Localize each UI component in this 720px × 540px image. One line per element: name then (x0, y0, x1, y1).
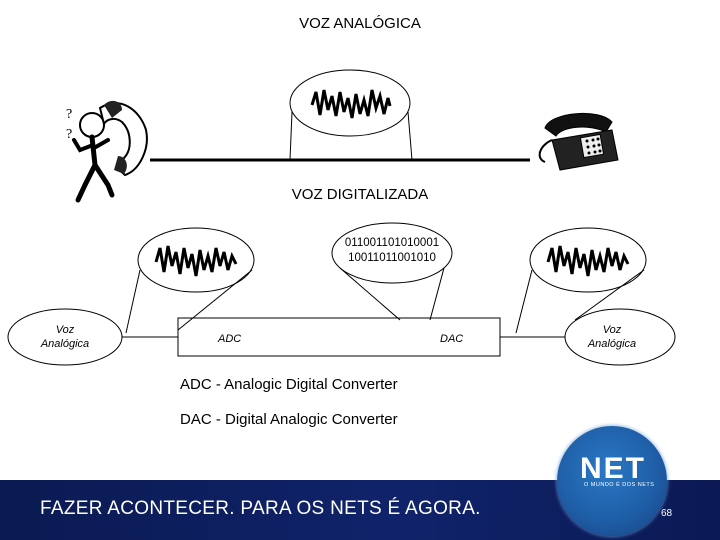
legend-dac: DAC - Digital Analogic Converter (180, 411, 398, 428)
legend-adc: ADC - Analogic Digital Converter (180, 376, 398, 393)
waveform-bubble-left (125, 227, 255, 334)
confused-person-phone-icon: ? ? (66, 100, 148, 203)
net-logo-icon (557, 426, 667, 536)
desk-telephone-icon (538, 112, 619, 171)
analog-node-right (564, 308, 676, 366)
net-logo-text: NET (580, 452, 646, 485)
footer-slogan: FAZER ACONTECER. PARA OS NETS É AGORA. (40, 498, 481, 519)
digital-channel-block (177, 317, 501, 357)
svg-text:?: ? (66, 127, 72, 142)
net-logo-tagline: O MUNDO É DOS NETS (584, 482, 655, 488)
analog-node-left-label: Voz Analógica (40, 324, 90, 350)
dac-label: DAC (440, 333, 464, 345)
diagram-title-analog: VOZ ANALÓGICA (299, 15, 421, 32)
page-number: 68 (661, 508, 673, 519)
waveform-icon (310, 89, 392, 119)
adc-label: ADC (218, 333, 242, 345)
waveform-bubble-right (515, 227, 647, 334)
analog-node-right-label: Voz Analógica (587, 324, 637, 350)
svg-text:?: ? (66, 107, 72, 122)
bits-line-2: 10011011001010 (348, 252, 436, 264)
bits-line-1: 011001101010001 (344, 237, 440, 249)
bits-bubble (331, 222, 453, 321)
waveform-bubble-top (289, 69, 413, 161)
diagram-title-digital: VOZ DIGITALIZADA (291, 186, 429, 203)
analog-node-left (7, 308, 123, 366)
